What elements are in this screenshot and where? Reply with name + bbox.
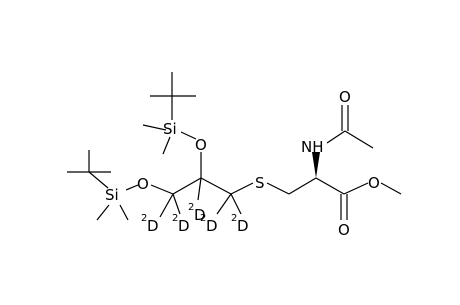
bond (326, 130, 346, 144)
bond (172, 193, 181, 215)
bond (200, 177, 232, 195)
atom-label-o-upper: O (195, 136, 207, 154)
bond (162, 136, 171, 155)
atom-label-o-ester: O (368, 174, 380, 192)
bond (142, 124, 167, 131)
bond (315, 177, 345, 195)
atom-label-si-lower: Si (105, 186, 119, 204)
deuterium-mass-number: 2 (188, 202, 194, 213)
atom-label-o-lower: O (137, 175, 149, 193)
deuterium-symbol: D (178, 217, 190, 235)
deuterium-mass-number: 2 (172, 213, 178, 224)
bond (96, 204, 110, 221)
deuterium-mass-number: 2 (200, 213, 206, 224)
atom-label-o-acetyl: O (339, 88, 351, 106)
bond (88, 171, 109, 189)
bond (344, 130, 374, 149)
bond (180, 131, 197, 140)
bond (230, 193, 242, 215)
bond (343, 182, 369, 195)
bond (230, 182, 254, 195)
deuterium-symbol: D (206, 217, 218, 235)
bond (380, 182, 402, 195)
atom-label-s: S (255, 174, 265, 192)
bond (216, 193, 232, 215)
bond (150, 184, 174, 195)
bond (172, 177, 202, 195)
deuterium-symbol: D (237, 217, 249, 235)
bond (266, 182, 290, 195)
atom-label-nh: NH (301, 138, 324, 156)
bond (125, 184, 139, 191)
bond-lines (67, 72, 402, 221)
deuterium-mass-number: 2 (231, 213, 237, 224)
atom-label-si-upper: Si (163, 120, 177, 138)
stereo-wedge-bond (312, 152, 320, 178)
bond (119, 204, 129, 221)
deuterium-mass-number: 2 (141, 213, 147, 224)
bond (197, 177, 202, 201)
deuterium-labels: 2 D 2 D 2 D 2 D 2 D (141, 202, 249, 235)
deuterium-symbol: D (194, 206, 206, 224)
bond (159, 193, 174, 218)
bond (288, 177, 317, 195)
deuterium-symbol: D (147, 217, 159, 235)
atom-labels: Si O Si O S NH O O O (105, 88, 380, 239)
atom-label-o-carbonyl: O (338, 221, 350, 239)
